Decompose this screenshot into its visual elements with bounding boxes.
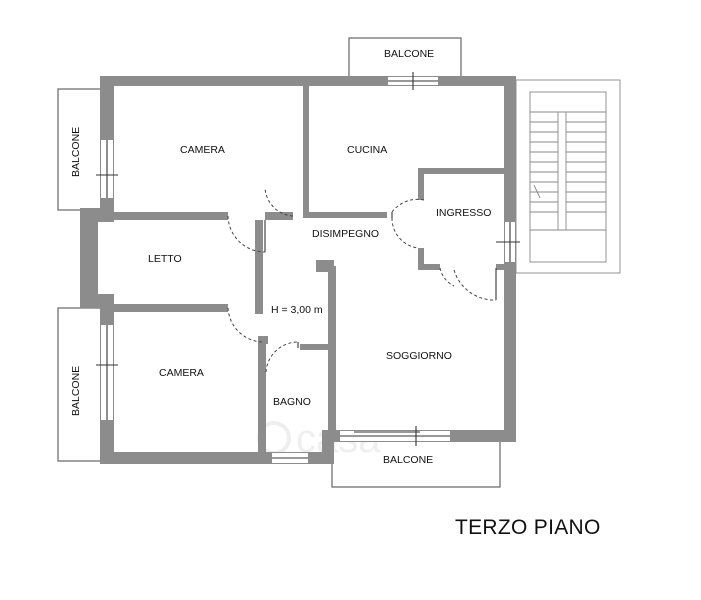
balcony-outlines bbox=[57, 37, 501, 488]
label-disimpegno: DISIMPEGNO bbox=[312, 228, 379, 240]
label-bagno: BAGNO bbox=[273, 396, 311, 408]
label-balcone-bottom: BALCONE bbox=[383, 454, 433, 466]
label-balcone-left-top: BALCONE bbox=[70, 127, 82, 177]
openings bbox=[96, 72, 520, 463]
floor-title: TERZO PIANO bbox=[455, 516, 601, 539]
staircase bbox=[515, 79, 621, 274]
label-letto: LETTO bbox=[148, 253, 182, 265]
label-balcone-left-bottom: BALCONE bbox=[70, 366, 82, 416]
label-soggiorno: SOGGIORNO bbox=[386, 350, 452, 362]
label-cucina: CUCINA bbox=[347, 144, 387, 156]
label-camera-top: CAMERA bbox=[180, 144, 225, 156]
label-camera-bottom: CAMERA bbox=[159, 367, 204, 379]
label-balcone-top: BALCONE bbox=[384, 48, 434, 60]
label-height: H = 3,00 m bbox=[271, 304, 323, 316]
interior-walls bbox=[92, 86, 504, 458]
door-swings bbox=[227, 187, 497, 373]
label-ingresso: INGRESSO bbox=[436, 207, 491, 219]
